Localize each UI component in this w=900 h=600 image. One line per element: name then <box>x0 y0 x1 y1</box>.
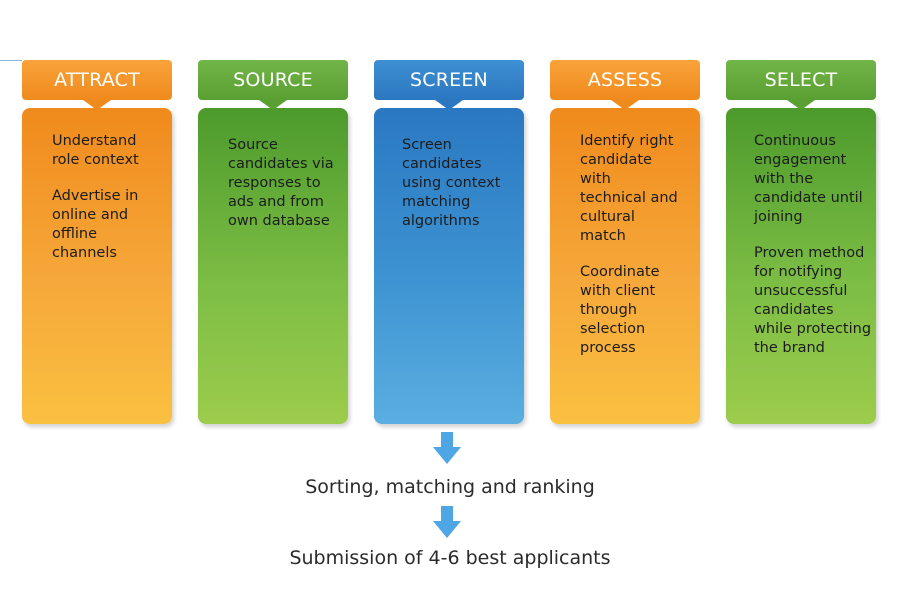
stage-title: SELECT <box>764 69 838 91</box>
stage-body: Source candidates via responses to ads a… <box>198 108 348 424</box>
stage-item: Coordinate with client through selection… <box>580 264 660 356</box>
stage-item: Source candidates via responses to ads a… <box>228 137 334 229</box>
header-pointer <box>611 100 639 110</box>
stage-header-screen: SCREEN <box>374 60 524 110</box>
stage-screen: SCREEN Screen candidates using context m… <box>374 60 524 424</box>
stage-title: SOURCE <box>233 69 313 91</box>
stage-select: SELECT Continuous engagement with the ca… <box>726 60 876 424</box>
down-arrow-icon <box>433 506 461 538</box>
stage-item: Understand role context <box>52 133 139 168</box>
stage-item: Screen candidates using context matching… <box>402 137 501 229</box>
stage-item: Advertise in online and offline channels <box>52 188 139 261</box>
flow-step-sorting: Sorting, matching and ranking <box>305 476 595 498</box>
header-pointer <box>787 100 815 110</box>
stage-body: Continuous engagement with the candidate… <box>726 108 876 424</box>
stage-header-select: SELECT <box>726 60 876 110</box>
stage-body: Screen candidates using context matching… <box>374 108 524 424</box>
stage-title: ATTRACT <box>54 69 140 91</box>
stage-header-assess: ASSESS <box>550 60 700 110</box>
header-pointer <box>435 100 463 110</box>
header-pointer <box>259 100 287 110</box>
stage-source: SOURCE Source candidates via responses t… <box>198 60 348 424</box>
stage-header-source: SOURCE <box>198 60 348 110</box>
decorative-line <box>0 60 22 61</box>
stage-item: Continuous engagement with the candidate… <box>754 133 863 225</box>
stage-body: Understand role context Advertise in onl… <box>22 108 172 424</box>
stage-item: Proven method for notifying unsuccessful… <box>754 245 872 356</box>
header-pointer <box>83 100 111 110</box>
stage-title: ASSESS <box>587 69 663 91</box>
stage-header-attract: ATTRACT <box>22 60 172 110</box>
stage-assess: ASSESS Identify right candidate with tec… <box>550 60 700 424</box>
flow-step-submission: Submission of 4-6 best applicants <box>289 547 611 569</box>
stage-item: Identify right candidate with technical … <box>580 133 678 244</box>
stage-body: Identify right candidate with technical … <box>550 108 700 424</box>
down-arrow-icon <box>433 432 461 464</box>
stage-title: SCREEN <box>410 69 488 91</box>
stage-attract: ATTRACT Understand role context Advertis… <box>22 60 172 424</box>
